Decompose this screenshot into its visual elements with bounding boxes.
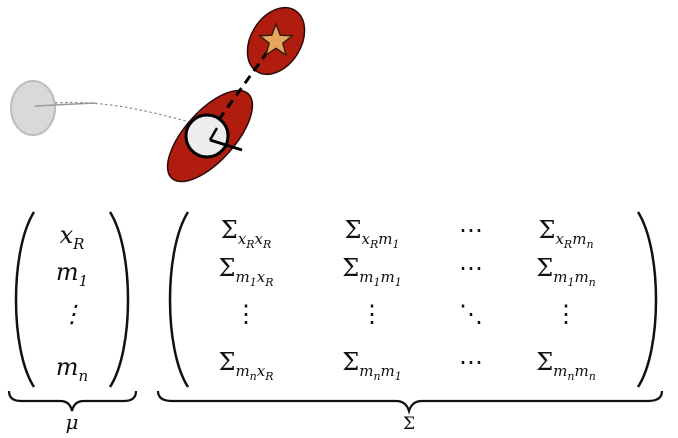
math-token: R: [563, 238, 572, 251]
math-token: Σ: [218, 348, 235, 376]
math-token: R: [264, 370, 273, 383]
mean-vector-entry: mn: [56, 353, 88, 385]
matrix-ellipsis: ⋮: [554, 300, 578, 328]
matrix-ellipsis: ⋯: [459, 348, 483, 376]
math-token: 1: [395, 370, 402, 383]
covariance-entry: Σm1mn: [536, 254, 596, 289]
math-token: m: [359, 362, 373, 380]
mean-vector-entry: xR: [60, 221, 85, 253]
math-token: x: [257, 268, 266, 286]
ghost-heading-line: [34, 102, 96, 107]
math-token: m: [235, 268, 249, 286]
math-token: n: [79, 367, 89, 385]
robot-heading-line: [209, 138, 243, 152]
math-token: 1: [395, 276, 402, 289]
math-token: n: [586, 238, 593, 251]
math-token: m: [235, 362, 249, 380]
covariance-brace-label: Σ: [403, 414, 415, 434]
math-token: n: [589, 370, 596, 383]
math-token: ⋮: [234, 300, 258, 328]
math-token: x: [257, 362, 266, 380]
covariance-entry: ΣxRxR: [221, 216, 272, 251]
math-token: m: [381, 362, 395, 380]
math-token: R: [264, 276, 273, 289]
math-token: m: [574, 268, 588, 286]
math-token: Σ: [219, 254, 236, 282]
math-token: 1: [250, 276, 257, 289]
covariance-matrix: ΣxRxRΣxRm1⋯ΣxRmnΣm1xRΣm1m1⋯Σm1mn⋮⋮⋱⋮Σmnx…: [218, 216, 595, 383]
math-token: R: [245, 238, 254, 251]
math-token: n: [567, 370, 574, 383]
trajectory-dotted-path: [54, 101, 191, 123]
math-token: x: [555, 230, 564, 248]
math-token: Σ: [345, 216, 362, 244]
math-token: R: [72, 235, 84, 253]
covariance-underbrace: [156, 390, 664, 415]
math-token: Σ: [342, 348, 359, 376]
math-token: m: [56, 258, 79, 286]
mean-underbrace: [7, 390, 138, 412]
math-token: ⋮: [60, 300, 84, 328]
robot-circle-icon: [184, 113, 243, 159]
math-token: x: [361, 230, 370, 248]
math-token: ⋯: [459, 216, 483, 244]
matrix-ellipsis: ⋱: [459, 300, 483, 328]
math-token: R: [262, 238, 271, 251]
math-token: n: [250, 370, 257, 383]
math-token: R: [369, 238, 378, 251]
math-token: Σ: [536, 254, 553, 282]
math-token: x: [60, 221, 74, 249]
mean-vector-parentheses: [14, 211, 130, 388]
math-token: m: [378, 230, 392, 248]
math-token: ⋮: [554, 300, 578, 328]
math-token: Σ: [536, 348, 553, 376]
math-token: m: [380, 268, 394, 286]
covariance-entry: Σmnm1: [342, 348, 402, 383]
math-token: ⋯: [459, 348, 483, 376]
math-token: m: [553, 362, 567, 380]
math-token: ⋮: [360, 300, 384, 328]
mean-brace-label: μ: [66, 410, 79, 434]
math-token: m: [359, 268, 373, 286]
mean-vector-entry: ⋮: [60, 300, 84, 328]
math-token: 1: [373, 276, 380, 289]
math-token: ⋯: [459, 254, 483, 282]
math-token: 1: [79, 272, 89, 290]
math-token: x: [254, 230, 263, 248]
mean-vector-entry: m1: [56, 258, 88, 290]
math-token: ⋱: [459, 300, 483, 328]
math-token: x: [238, 230, 247, 248]
math-token: m: [572, 230, 586, 248]
math-token: Σ: [342, 254, 359, 282]
previous-pose-group: [10, 80, 191, 136]
robot-frame-axis: [208, 127, 219, 141]
math-token: 1: [392, 238, 399, 251]
star-icon: [258, 22, 294, 57]
covariance-entry: ΣmnxR: [218, 348, 273, 383]
matrix-ellipsis: ⋯: [459, 254, 483, 282]
covariance-entry: ΣxRm1: [345, 216, 400, 251]
mean-vector: xRm1⋮mn: [56, 221, 88, 385]
measurement-dashed-line: [208, 43, 275, 133]
covariance-entry: Σm1xR: [219, 254, 274, 289]
matrix-ellipsis: ⋮: [360, 300, 384, 328]
math-token: n: [373, 370, 380, 383]
ghost-robot-icon: [10, 80, 56, 136]
matrix-ellipsis: ⋯: [459, 216, 483, 244]
math-token: m: [553, 268, 567, 286]
covariance-entry: Σm1m1: [342, 254, 401, 289]
matrix-ellipsis: ⋮: [234, 300, 258, 328]
math-token: n: [589, 276, 596, 289]
math-token: Σ: [221, 216, 238, 244]
math-token: m: [56, 353, 79, 381]
covariance-entry: Σmnmn: [536, 348, 596, 383]
math-token: m: [574, 362, 588, 380]
covariance-entry: ΣxRmn: [538, 216, 593, 251]
math-token: Σ: [538, 216, 555, 244]
covariance-matrix-parentheses: [168, 211, 658, 388]
math-token: 1: [567, 276, 574, 289]
